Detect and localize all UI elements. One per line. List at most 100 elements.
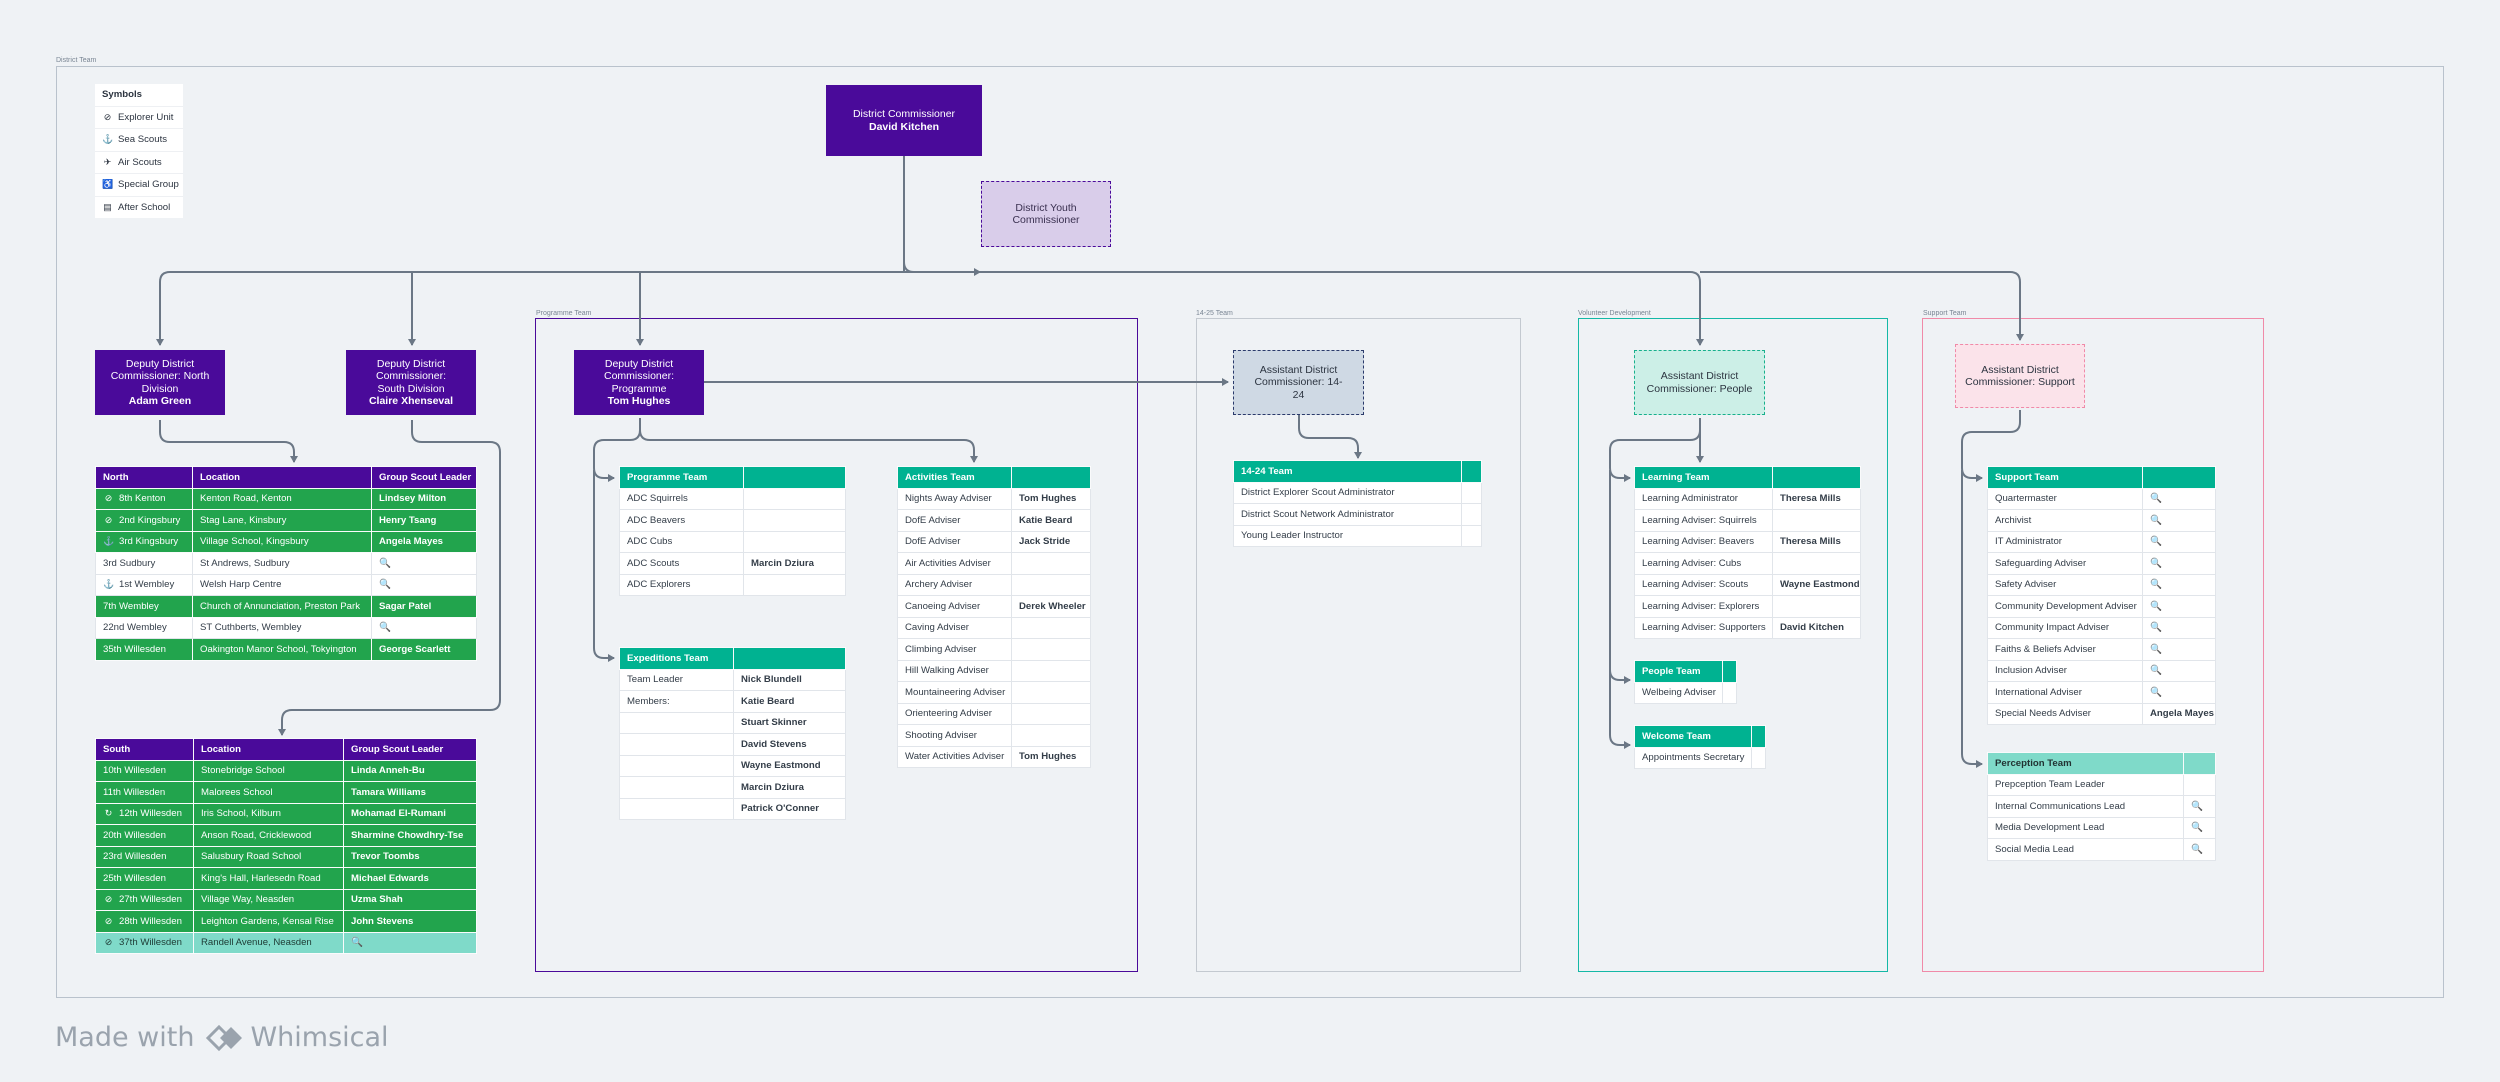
table-row[interactable]: Learning Adviser: Explorers	[1634, 595, 1861, 618]
table-row[interactable]: Community Development Adviser🔍	[1987, 595, 2216, 618]
search-icon[interactable]: 🔍	[2142, 638, 2216, 661]
table-row[interactable]: Patrick O'Conner	[619, 797, 846, 820]
table-row[interactable]: David Stevens	[619, 733, 846, 756]
table-row[interactable]: Stuart Skinner	[619, 711, 846, 734]
table-row[interactable]: Archery Adviser	[897, 573, 1091, 596]
table-row[interactable]: Wayne Eastmond	[619, 754, 846, 777]
legend-item: ♿Special Group	[95, 174, 183, 197]
table-row[interactable]: ADC Squirrels	[619, 487, 846, 510]
made-with-whimsical-badge[interactable]: Made with Whimsical	[55, 1022, 389, 1053]
table-row[interactable]: Safeguarding Adviser🔍	[1987, 552, 2216, 575]
table-row[interactable]: District Explorer Scout Administrator	[1233, 481, 1482, 504]
table-row[interactable]: Appointments Secretary	[1634, 746, 1766, 769]
table-row[interactable]: Air Activities Adviser	[897, 552, 1091, 575]
adc-support-box[interactable]: Assistant District Commissioner: Support	[1955, 344, 2085, 408]
search-icon[interactable]: 🔍	[343, 931, 477, 954]
district-youth-commissioner-box[interactable]: District Youth Commissioner	[981, 181, 1111, 247]
table-row[interactable]: Inclusion Adviser🔍	[1987, 659, 2216, 682]
table-row[interactable]: Archivist🔍	[1987, 509, 2216, 532]
table-row[interactable]: Internal Communications Lead🔍	[1987, 795, 2216, 818]
table-row[interactable]: ADC Cubs	[619, 530, 846, 553]
table-row[interactable]: Shooting Adviser	[897, 724, 1091, 747]
search-icon[interactable]: 🔍	[2142, 530, 2216, 553]
table-row[interactable]: Members:Katie Beard	[619, 690, 846, 713]
table-row[interactable]: International Adviser🔍	[1987, 681, 2216, 704]
ddc-north-box[interactable]: Deputy District Commissioner: North Divi…	[95, 350, 225, 415]
search-icon[interactable]: 🔍	[371, 616, 477, 639]
table-row[interactable]: Safety Adviser🔍	[1987, 573, 2216, 596]
search-icon[interactable]: 🔍	[371, 573, 477, 596]
table-row[interactable]: Learning Adviser: Squirrels	[1634, 509, 1861, 532]
table-row[interactable]: ADC Explorers	[619, 573, 846, 596]
table-row[interactable]: Social Media Lead🔍	[1987, 838, 2216, 861]
adc-people-box[interactable]: Assistant District Commissioner: People	[1634, 350, 1765, 415]
search-icon[interactable]: 🔍	[2142, 509, 2216, 532]
table-row[interactable]: Welbeing Adviser	[1634, 681, 1737, 704]
table-row[interactable]: Prepception Team Leader	[1987, 773, 2216, 796]
table-row[interactable]: Quartermaster🔍	[1987, 487, 2216, 510]
search-icon[interactable]: 🔍	[2142, 595, 2216, 618]
search-icon[interactable]: 🔍	[2142, 616, 2216, 639]
table-row[interactable]: Community Impact Adviser🔍	[1987, 616, 2216, 639]
table-row[interactable]: Media Development Lead🔍	[1987, 816, 2216, 839]
table-row[interactable]: Orienteering Adviser	[897, 702, 1091, 725]
table-row[interactable]: Marcin Dziura	[619, 776, 846, 799]
anchor-icon: ⚓	[103, 579, 115, 590]
table-row[interactable]: District Scout Network Administrator	[1233, 503, 1482, 526]
role-title: Assistant District Commissioner: 14-24	[1254, 363, 1343, 401]
table-row[interactable]: Learning Adviser: Cubs	[1634, 552, 1861, 575]
ddc-programme-box[interactable]: Deputy District Commissioner: Programme …	[574, 350, 704, 415]
search-icon[interactable]: 🔍	[2142, 681, 2216, 704]
search-icon[interactable]: 🔍	[2142, 659, 2216, 682]
search-icon[interactable]: 🔍	[2183, 838, 2216, 861]
table-row[interactable]: IT Administrator🔍	[1987, 530, 2216, 553]
table-row[interactable]: Caving Adviser	[897, 616, 1091, 639]
adc-1424-box[interactable]: Assistant District Commissioner: 14-24	[1233, 350, 1364, 415]
table-row[interactable]: Young Leader Instructor	[1233, 524, 1482, 547]
search-icon[interactable]: 🔍	[2183, 816, 2216, 839]
search-icon[interactable]: 🔍	[2142, 487, 2216, 510]
search-icon[interactable]: 🔍	[2142, 573, 2216, 596]
table-row[interactable]: Hill Walking Adviser	[897, 659, 1091, 682]
search-icon[interactable]: 🔍	[2183, 795, 2216, 818]
table-row[interactable]: Faiths & Beliefs Adviser🔍	[1987, 638, 2216, 661]
ddc-south-box[interactable]: Deputy District Commissioner: South Divi…	[346, 350, 476, 415]
district-commissioner-box[interactable]: District Commissioner David Kitchen	[826, 85, 982, 156]
table-row[interactable]: Mountaineering Adviser	[897, 681, 1091, 704]
table-row[interactable]: ADC Beavers	[619, 509, 846, 532]
briefcase-icon: ▤	[103, 201, 112, 212]
table-row[interactable]: Climbing Adviser	[897, 638, 1091, 661]
search-icon[interactable]: 🔍	[2142, 552, 2216, 575]
search-icon[interactable]: 🔍	[371, 552, 477, 575]
